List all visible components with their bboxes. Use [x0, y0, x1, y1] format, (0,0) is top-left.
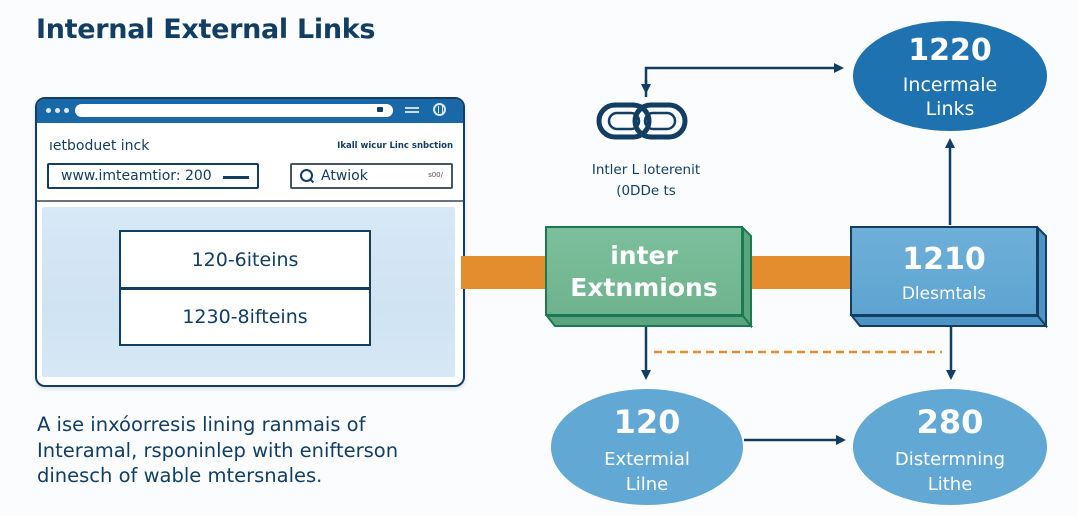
description-line: A ise inxóorresis lining ranmais of [37, 413, 366, 436]
list-divider [121, 287, 369, 290]
node-value: 1210 [902, 242, 986, 277]
node-value: 120 [613, 403, 681, 441]
url-input[interactable]: www.imteamtior: 200 [47, 163, 259, 189]
link-chain-icon [596, 102, 688, 140]
node-label: Dlesmtals [901, 284, 987, 304]
divider [37, 200, 463, 202]
node-label-line: Incermale [902, 74, 998, 96]
list-item[interactable]: 1230-8ifteins [182, 306, 308, 328]
node-label-line: Lilne [625, 474, 669, 495]
desmtals-node[interactable]: 1210 Dlesmtals [850, 226, 1038, 316]
node-label-line: inter [610, 241, 678, 270]
search-input-value: Atwiok [321, 168, 368, 184]
url-input-value: www.imteamtior: 200 [61, 168, 212, 184]
node-label: Incermale Links [853, 73, 1047, 121]
menu-icon[interactable] [405, 107, 419, 113]
node-label: inter Extnmions [547, 240, 741, 304]
blue-box-bottom [849, 315, 1049, 327]
link-list: 120-6iteins 1230-8ifteins [119, 230, 371, 346]
window-dot-icon[interactable] [46, 108, 51, 113]
description-text: A ise inxóorresis lining ranmais of Inte… [37, 412, 398, 489]
node-label: Distermning Lithe [853, 447, 1047, 497]
chain-caption-line: (0DDe ts [616, 183, 676, 199]
node-value: 280 [916, 403, 984, 441]
node-label-line: Distermning [894, 449, 1006, 470]
node-label-line: Links [925, 98, 975, 120]
node-label-line: Extnmions [570, 273, 718, 302]
green-box-side [742, 225, 752, 329]
site-title: ıetboduet inck [49, 138, 150, 154]
globe-icon[interactable] [433, 103, 446, 116]
arrow-chain-to-internal [644, 63, 844, 97]
green-box-bottom [544, 315, 754, 327]
description-line: Interamal, rsponinlep with enifterson [37, 438, 399, 462]
description-line: dinesch of wable mtersnales. [37, 464, 323, 487]
node-value: 1220 [908, 33, 992, 68]
window-dot-icon[interactable] [55, 108, 60, 113]
search-input[interactable]: Atwiok s00/ [290, 163, 453, 189]
browser-toolbar [37, 99, 463, 123]
bookmark-icon[interactable] [377, 107, 383, 112]
inter-extensions-node[interactable]: inter Extnmions [545, 226, 743, 316]
node-label: Extermial Lilne [551, 447, 743, 497]
window-dot-icon[interactable] [64, 108, 69, 113]
external-line-node[interactable]: 120 Extermial Lilne [551, 389, 743, 505]
chain-caption-line: Intler L loterenit [591, 162, 701, 178]
site-subtitle: Ikall wicur Linc snbction [337, 141, 453, 151]
blue-box-side [1037, 225, 1047, 329]
search-count: s00/ [428, 171, 443, 179]
list-item[interactable]: 120-6iteins [191, 249, 299, 271]
disterming-node[interactable]: 280 Distermning Lithe [853, 389, 1047, 505]
address-bar[interactable] [75, 104, 393, 117]
node-label-line: Extermial [604, 449, 690, 470]
browser-window: ıetboduet inck Ikall wicur Linc snbction… [35, 97, 465, 387]
node-label-line: Lithe [927, 474, 973, 495]
internal-links-node[interactable]: 1220 Incermale Links [853, 21, 1047, 131]
chain-caption: Intler L loterenit (0DDe ts [576, 160, 716, 202]
search-icon [300, 169, 313, 182]
dash-icon [223, 176, 249, 179]
page-title: Internal External Links [36, 14, 376, 45]
